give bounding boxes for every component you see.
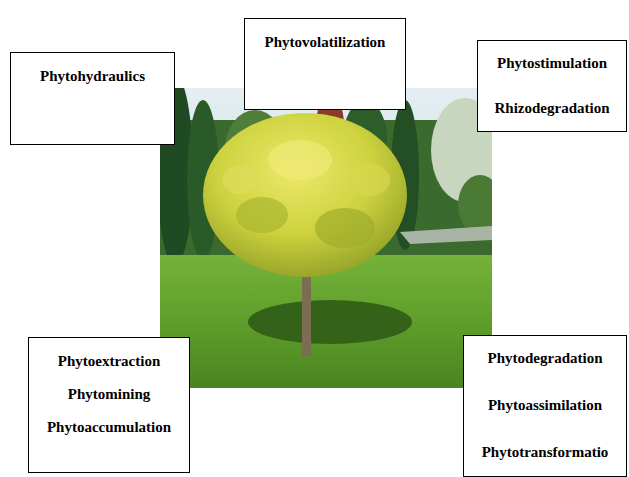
leaf-cluster [268, 140, 332, 180]
photo-content [160, 88, 492, 388]
process-term: Phytoextraction [29, 352, 189, 370]
process-term: Phytomining [29, 385, 189, 403]
tree-trunk [302, 268, 311, 356]
process-term: Rhizodegradation [478, 99, 626, 117]
shrub [458, 175, 492, 235]
term-box: Phytovolatilization [244, 18, 406, 110]
leaf-cluster [236, 197, 288, 233]
term-box: PhytostimulationRhizodegradation [477, 40, 627, 132]
process-term: Phytoassimilation [464, 396, 626, 414]
garden-path [400, 226, 492, 244]
process-term: Phytostimulation [478, 54, 626, 72]
process-term: Phytovolatilization [245, 33, 405, 51]
process-term: Phytoaccumulation [29, 418, 189, 436]
term-box: Phytohydraulics [10, 52, 175, 145]
leaf-cluster [222, 166, 258, 194]
term-box: PhytoextractionPhytominingPhytoaccumulat… [28, 337, 190, 473]
leaf-cluster [350, 164, 390, 196]
tree-shadow [248, 300, 412, 344]
process-term: Phytotransformatio [464, 443, 626, 461]
process-term: Phytohydraulics [11, 67, 174, 85]
term-box: PhytodegradationPhytoassimilationPhytotr… [463, 335, 627, 477]
tree-crown [203, 113, 407, 277]
leaf-cluster [315, 208, 375, 248]
process-term: Phytodegradation [464, 349, 626, 367]
